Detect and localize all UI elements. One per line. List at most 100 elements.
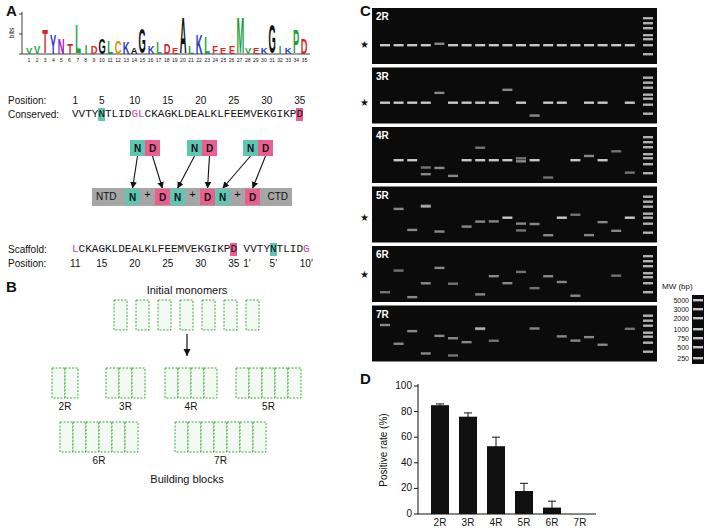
gel-band: [643, 255, 653, 257]
gel-band: [570, 214, 580, 216]
axis-tick: [414, 488, 418, 489]
category-label: 7R: [574, 517, 587, 529]
monomer-block: [52, 368, 65, 398]
gel-band: [394, 102, 404, 104]
residue-letter: D: [262, 143, 269, 154]
tick-label: 100: [395, 380, 412, 392]
gel-band: [643, 206, 653, 208]
gel-band: [434, 335, 444, 337]
gel-band: [434, 167, 444, 169]
axis-title: Positive rate (%): [378, 413, 390, 486]
gel-band: [693, 308, 703, 310]
position-number: 27: [237, 57, 243, 63]
flow-arrow: [186, 334, 187, 356]
domain-box: N: [170, 189, 185, 205]
logo-letter: I: [277, 45, 284, 56]
gel-band: [502, 282, 512, 284]
gel-band: [530, 44, 540, 46]
gel-band: [421, 44, 431, 46]
logo-letter: G: [139, 24, 146, 60]
gel-band: [643, 196, 653, 198]
gel-band: [434, 267, 444, 269]
gel-band: [530, 287, 540, 289]
gel-band: [530, 327, 540, 329]
gel-band: [643, 272, 653, 274]
plus-sign: +: [234, 188, 240, 201]
gel-band: [598, 44, 608, 46]
ladder-size: 500: [677, 343, 689, 352]
position-number: 15: [140, 57, 146, 63]
sequence: D: [230, 243, 237, 256]
position-number: 25: [228, 95, 239, 107]
gel-band: [570, 44, 580, 46]
position-number: 6: [68, 57, 71, 63]
gel-band: [434, 92, 444, 94]
position-number: 8: [84, 57, 87, 63]
gel-band: [625, 217, 635, 219]
error-bar: [492, 437, 500, 438]
group-label: Building blocks: [150, 473, 223, 486]
gel-band: [643, 94, 653, 96]
gel-band: [643, 201, 653, 203]
gel-band: [557, 281, 567, 283]
gel-band: [543, 102, 553, 104]
position-number: 17: [156, 57, 162, 63]
gel-band: [380, 44, 390, 46]
panel-letter: D: [360, 370, 371, 388]
logo-letter: K: [196, 31, 203, 59]
block-label: 6R: [93, 455, 106, 467]
bar: [431, 405, 449, 514]
plus-sign: +: [144, 188, 150, 201]
gel-band: [643, 34, 653, 36]
gel-band: [489, 220, 499, 222]
category-label: 4R: [490, 517, 503, 529]
gel-band: [643, 17, 653, 19]
gel-band: [643, 77, 653, 79]
monomer-block: [246, 300, 259, 330]
gel-band: [407, 159, 417, 161]
residue-letter: D: [159, 192, 166, 203]
category-label: 3R: [462, 517, 475, 529]
monomer-block: [136, 300, 149, 330]
gel-band: [407, 330, 417, 332]
gel-band: [462, 44, 472, 46]
gel-band: [611, 150, 621, 152]
residue-letter: D: [204, 192, 211, 203]
position-number: 5: [60, 57, 63, 63]
category-label: 2R: [434, 517, 447, 529]
monomer-block: [158, 300, 171, 330]
gel-band: [584, 102, 594, 104]
gel-band: [394, 44, 404, 46]
star-marker: ★: [360, 39, 369, 51]
gel-band: [448, 44, 458, 46]
gel-band: [643, 146, 653, 148]
logo-letter: L: [155, 40, 162, 57]
gel-band: [598, 344, 608, 346]
gel-band: [475, 328, 485, 330]
domain-box: D: [202, 140, 217, 156]
axis-tick: [414, 514, 418, 515]
gel-band: [584, 336, 594, 338]
gel-band: [421, 166, 431, 168]
gel-band: [421, 282, 431, 284]
row-label: Scaffold:: [8, 244, 47, 256]
position-number: 10′: [300, 258, 313, 270]
monomer-block: [86, 422, 99, 452]
residue-letter: D: [149, 143, 156, 154]
gel-band: [693, 328, 703, 330]
gel-band: [475, 327, 485, 329]
gel-band: [584, 44, 594, 46]
generated-art: [52, 8, 704, 452]
gel-band: [643, 157, 653, 159]
gel-band: [502, 159, 512, 161]
error-bar: [496, 437, 497, 455]
block-label: 4R: [185, 401, 198, 413]
assembly-arrow: [223, 156, 251, 189]
error-bar: [468, 413, 469, 421]
gel-label: 5R: [376, 190, 389, 202]
domain-box: D: [200, 189, 215, 205]
gel-band: [516, 160, 526, 162]
logo-letter: K: [285, 47, 292, 55]
gel-band: [611, 230, 621, 232]
